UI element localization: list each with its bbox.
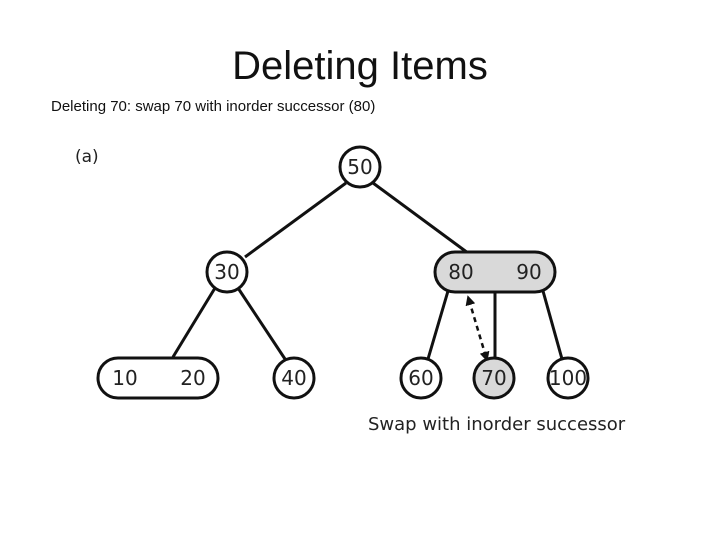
node-left-child-shape	[205, 250, 249, 294]
node-leaf-1-value-2: 20	[180, 366, 205, 390]
panel-label: (a)	[75, 147, 99, 167]
node-leaf-4: 70	[472, 356, 516, 400]
node-root: 50	[338, 145, 382, 189]
node-leaf-2: 40	[272, 356, 316, 400]
node-leaf-2-value: 40	[281, 366, 306, 390]
node-leaf-4-value: 70	[481, 366, 506, 390]
edge-root-right	[372, 181, 469, 255]
node-leaf-2-shape	[272, 356, 316, 400]
node-leaf-3-shape	[399, 356, 443, 400]
node-leaf-5-value: 100	[549, 366, 587, 390]
edge-root-left	[244, 181, 347, 259]
node-right-child-shape	[433, 250, 557, 294]
node-right-child: 80 90	[433, 250, 557, 294]
node-left-child-value: 30	[214, 260, 239, 284]
edge-left-leaf1	[171, 287, 217, 358]
node-leaf-1: 10 20	[96, 356, 220, 400]
edge-right-leaf3	[426, 290, 450, 360]
node-right-child-value-1: 80	[448, 260, 473, 284]
node-leaf-3-value: 60	[408, 366, 433, 390]
slide-subtitle: Deleting 70: swap 70 with inorder succes…	[51, 98, 376, 115]
node-leaf-4-shape	[472, 356, 516, 400]
node-leaf-5: 100	[546, 356, 590, 400]
node-left-child: 30	[205, 250, 249, 294]
slide-title: Deleting Items	[232, 44, 488, 88]
swap-arrow	[465, 295, 490, 362]
node-root-shape	[338, 145, 382, 189]
node-root-value: 50	[347, 155, 372, 179]
node-leaf-5-shape	[546, 356, 590, 400]
node-leaf-1-shape	[96, 356, 220, 400]
node-leaf-3: 60	[399, 356, 443, 400]
tree-edges	[171, 181, 564, 360]
diagram-caption: Swap with inorder successor	[368, 414, 626, 435]
edge-right-leaf5	[541, 290, 564, 360]
edge-left-leaf2	[236, 287, 287, 360]
node-leaf-1-value-1: 10	[112, 366, 137, 390]
node-right-child-value-2: 90	[516, 260, 541, 284]
